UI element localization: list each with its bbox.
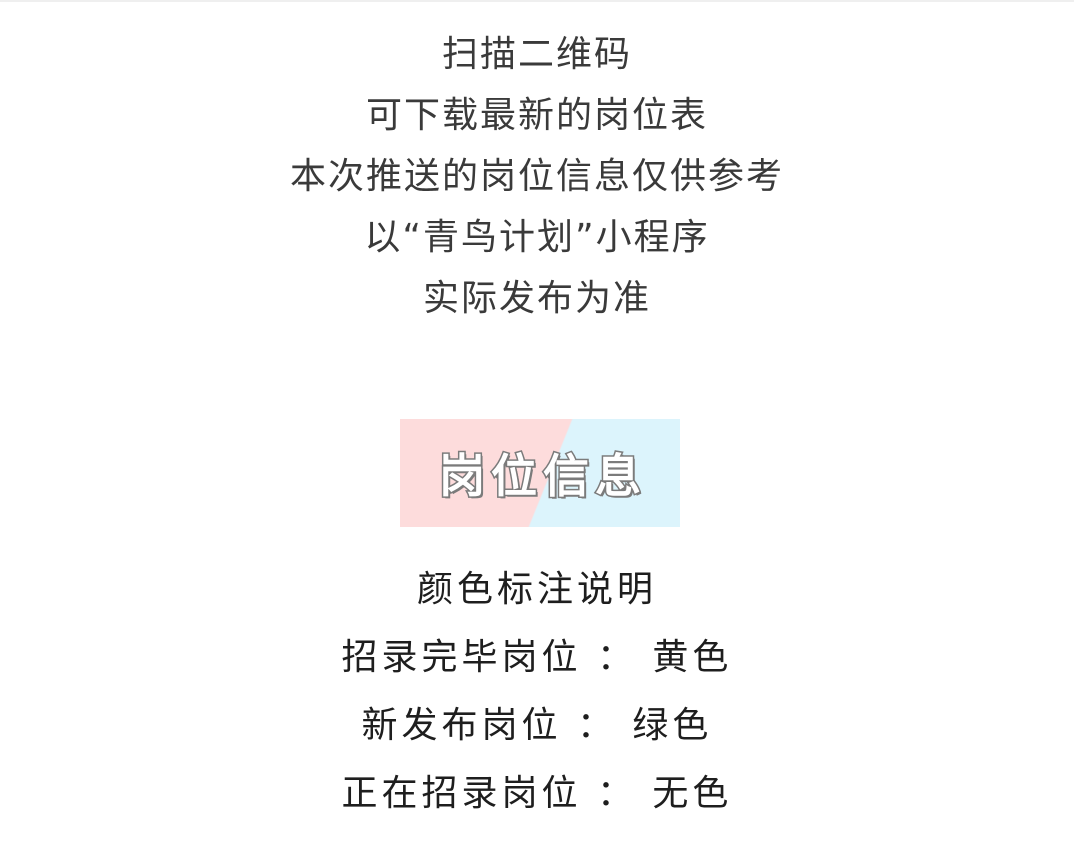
notice-line-actual-release: 实际发布为准 (422, 278, 651, 319)
notice-line-download: 可下载最新的岗位表 (365, 95, 708, 136)
legend-heading: 颜色标注说明 (416, 569, 657, 610)
section-title: 岗位信息 (438, 448, 647, 505)
notice-line-mini-program: 以“青鸟计划”小程序 (364, 217, 710, 258)
notice-line-reference-only: 本次推送的岗位信息仅供参考 (289, 156, 784, 197)
legend-item-new-green: 新发布岗位 ： 绿色 (361, 705, 713, 746)
notice-line-scan-qr: 扫描二维码 (441, 34, 632, 75)
top-divider (0, 0, 1074, 2)
color-legend: 颜色标注说明 招录完毕岗位 ： 黄色 新发布岗位 ： 绿色 正在招录岗位 ： 无… (0, 556, 1074, 828)
qr-download-notice: 扫描二维码 可下载最新的岗位表 本次推送的岗位信息仅供参考 以“青鸟计划”小程序… (0, 24, 1074, 329)
legend-item-recruiting-none: 正在招录岗位 ： 无色 (341, 773, 733, 814)
legend-item-filled-yellow: 招录完毕岗位 ： 黄色 (341, 637, 733, 678)
section-banner-job-info: 岗位信息 (400, 419, 680, 527)
